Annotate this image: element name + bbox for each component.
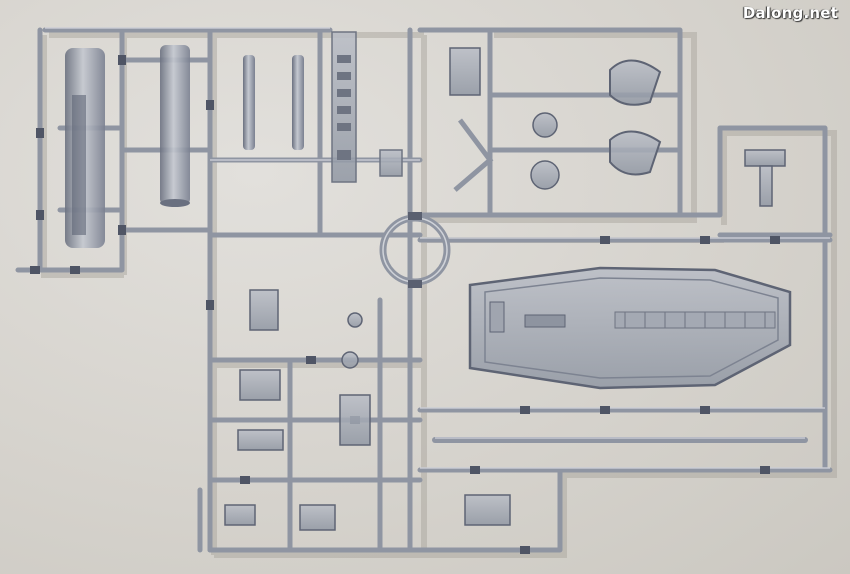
tube-parts [65,45,190,248]
bracket-part [744,149,786,207]
watermark-text: Dalong.net [742,4,838,22]
sprue-gates [30,55,780,554]
hull-plate [468,266,792,390]
small-parts [224,289,511,531]
rod-parts [243,55,304,150]
sprue-frame [15,27,833,553]
ring-part [379,212,451,288]
canopy-parts [379,47,662,192]
label-plate [331,31,357,183]
